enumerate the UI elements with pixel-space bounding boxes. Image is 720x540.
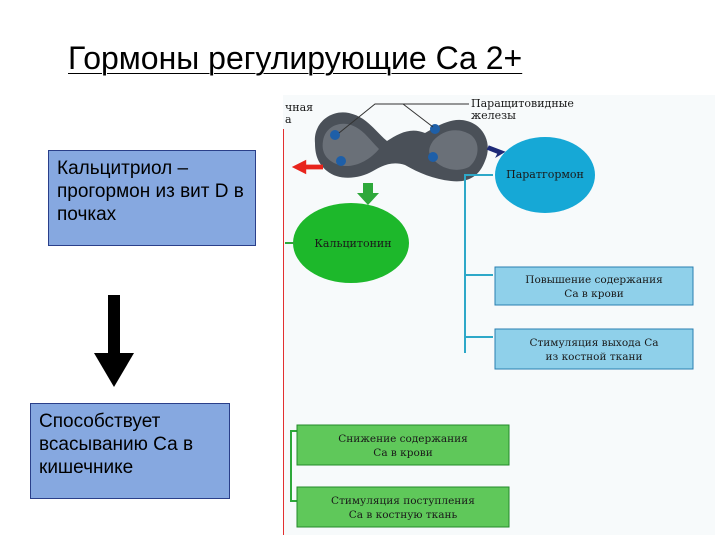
parathormone-ellipse bbox=[495, 137, 595, 213]
label-top-left-2: а bbox=[285, 113, 292, 126]
effect-uptake-box: Стимуляция поступления Са в костную ткан… bbox=[296, 486, 510, 528]
parathormone-label: Паратгормон bbox=[506, 168, 584, 181]
effect-increase-2: Са в крови bbox=[564, 288, 623, 300]
parathormone-node: Паратгормон bbox=[495, 137, 595, 213]
gland-dot bbox=[330, 130, 340, 140]
calcitriol-box: Кальцитриол – прогормон из вит D в почка… bbox=[48, 150, 256, 246]
absorption-box: Способствует всасыванию Са в кишечнике bbox=[30, 403, 230, 499]
navy-arrow-icon bbox=[486, 145, 506, 158]
effect-uptake-1: Стимуляция поступления bbox=[331, 495, 475, 507]
label-parathyroid-1: Паращитовидные bbox=[471, 97, 574, 110]
calcitonin-node: Кальцитонин bbox=[293, 203, 409, 283]
thyroid-gland-illustration bbox=[314, 112, 488, 182]
calcitonin-ellipse bbox=[293, 203, 409, 283]
label-parathyroid-2: железы bbox=[471, 109, 516, 122]
effect-release-1: Стимуляция выхода Са bbox=[529, 337, 658, 349]
down-arrow-left bbox=[94, 295, 134, 387]
effect-decrease-1: Снижение содержания bbox=[338, 433, 468, 445]
effect-increase-box: Повышение содержания Са в крови bbox=[494, 266, 694, 306]
effect-release-box: Стимуляция выхода Са из костной ткани bbox=[494, 328, 694, 370]
page-title: Гормоны регулирующие Са 2+ bbox=[68, 40, 523, 76]
effect-decrease-box: Снижение содержания Са в крови bbox=[296, 424, 510, 466]
red-arrow-icon bbox=[291, 159, 323, 175]
gland-dot bbox=[336, 156, 346, 166]
figure-svg: чная а Паращитовидные железы Паратгормон… bbox=[282, 95, 715, 535]
green-arrow-icon bbox=[357, 183, 379, 205]
gland-dot bbox=[428, 152, 438, 162]
effect-decrease-2: Са в крови bbox=[373, 447, 432, 459]
effect-uptake-2: Са в костную ткань bbox=[349, 509, 458, 521]
hormone-regulation-figure: чная а Паращитовидные железы Паратгормон… bbox=[282, 95, 715, 535]
label-top-left-1: чная bbox=[285, 101, 313, 114]
effect-increase-1: Повышение содержания bbox=[525, 274, 663, 286]
calcitonin-label: Кальцитонин bbox=[314, 237, 391, 250]
effect-release-2: из костной ткани bbox=[546, 351, 643, 363]
